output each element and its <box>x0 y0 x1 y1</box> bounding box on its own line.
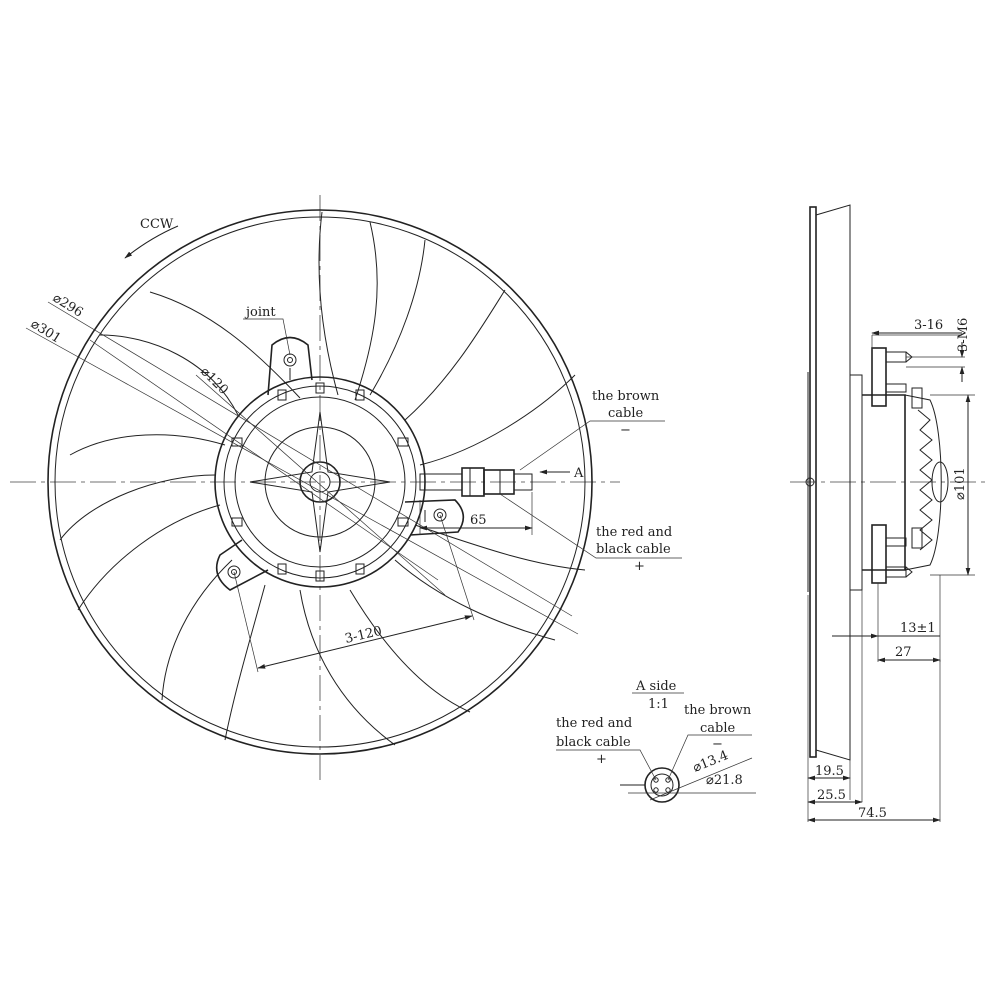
side-view: 3-16 3-M6 ⌀101 13±1 27 19.5 25.5 74.5 <box>790 204 985 823</box>
connector-detail-view: A side 1:1 the red and black cable + the… <box>556 679 756 803</box>
diameter-296-leader <box>47 301 573 617</box>
bolt-circle-ext-left <box>233 571 259 673</box>
conn-brown-leader <box>667 734 752 781</box>
connector-outer <box>644 767 680 803</box>
mounting-lug-top <box>267 336 313 396</box>
dim-27-label: 27 <box>895 645 912 660</box>
outer-ring-296 <box>54 216 586 748</box>
diameter-101-label: ⌀101 <box>953 467 968 500</box>
shroud-edge <box>815 204 851 761</box>
connector-plug <box>419 467 533 497</box>
diameter-13-4-label: ⌀13.4 <box>691 748 731 776</box>
ccw-arrow <box>124 225 179 259</box>
conn-red-leader <box>556 749 657 781</box>
bottom-bracket <box>871 524 923 584</box>
outer-ring-301 <box>47 209 593 755</box>
brown-cable-sign: − <box>620 423 631 438</box>
joint-label: joint <box>244 305 276 320</box>
conn-red-sign: + <box>596 752 607 767</box>
diameter-120-label: ⌀120 <box>197 364 231 398</box>
joint-leader <box>243 318 291 356</box>
red-black-label-line1: the red and <box>596 525 672 540</box>
red-black-label-line2: black cable <box>596 542 671 557</box>
conn-brown-sign: − <box>712 737 723 752</box>
bolt-circle-ext-right <box>439 514 475 621</box>
conn-brown-label-line2: cable <box>700 721 736 736</box>
conn-red-label-line1: the red and <box>556 716 632 731</box>
stud-dim-label: 3-16 <box>914 318 943 333</box>
thread-label: 3-M6 <box>956 318 971 352</box>
dim-19-5-label: 19.5 <box>815 764 844 779</box>
bolt-circle-label: 3-120 <box>344 624 384 647</box>
mounting-lug-right <box>404 499 465 536</box>
scale-label: 1:1 <box>648 697 669 712</box>
mounting-lug-left <box>215 539 269 591</box>
diameter-296-label: ⌀296 <box>50 291 86 321</box>
a-side-label: A side <box>635 679 677 694</box>
dim-25-5-label: 25.5 <box>817 788 846 803</box>
motor-body <box>862 394 906 571</box>
diameter-21-8-label: ⌀21.8 <box>706 773 743 788</box>
ccw-label: CCW <box>140 217 174 232</box>
dim-13-label: 13±1 <box>900 621 936 636</box>
brown-cable-label-line2: cable <box>608 406 644 421</box>
hub-leader <box>89 339 439 581</box>
diameter-301-leader <box>25 327 579 635</box>
front-view: A CCW joint ⌀296 ⌀301 ⌀120 the brown cab… <box>10 195 682 780</box>
motor-back <box>904 394 942 571</box>
diameter-120-leader <box>195 374 446 596</box>
conn-brown-label-line1: the brown <box>684 703 752 718</box>
fan-blades <box>59 211 586 746</box>
view-a-label: A <box>573 466 584 481</box>
dim-74-5-label: 74.5 <box>858 806 887 821</box>
dim-65-label: 65 <box>470 513 487 528</box>
red-black-sign: + <box>634 559 645 574</box>
conn-red-label-line2: black cable <box>556 735 631 750</box>
bolt-circle-dim-line <box>257 615 473 669</box>
brown-cable-leader <box>519 420 665 471</box>
brown-cable-label-line1: the brown <box>592 389 660 404</box>
connector-inner <box>650 773 674 797</box>
motor-flange <box>849 374 863 591</box>
